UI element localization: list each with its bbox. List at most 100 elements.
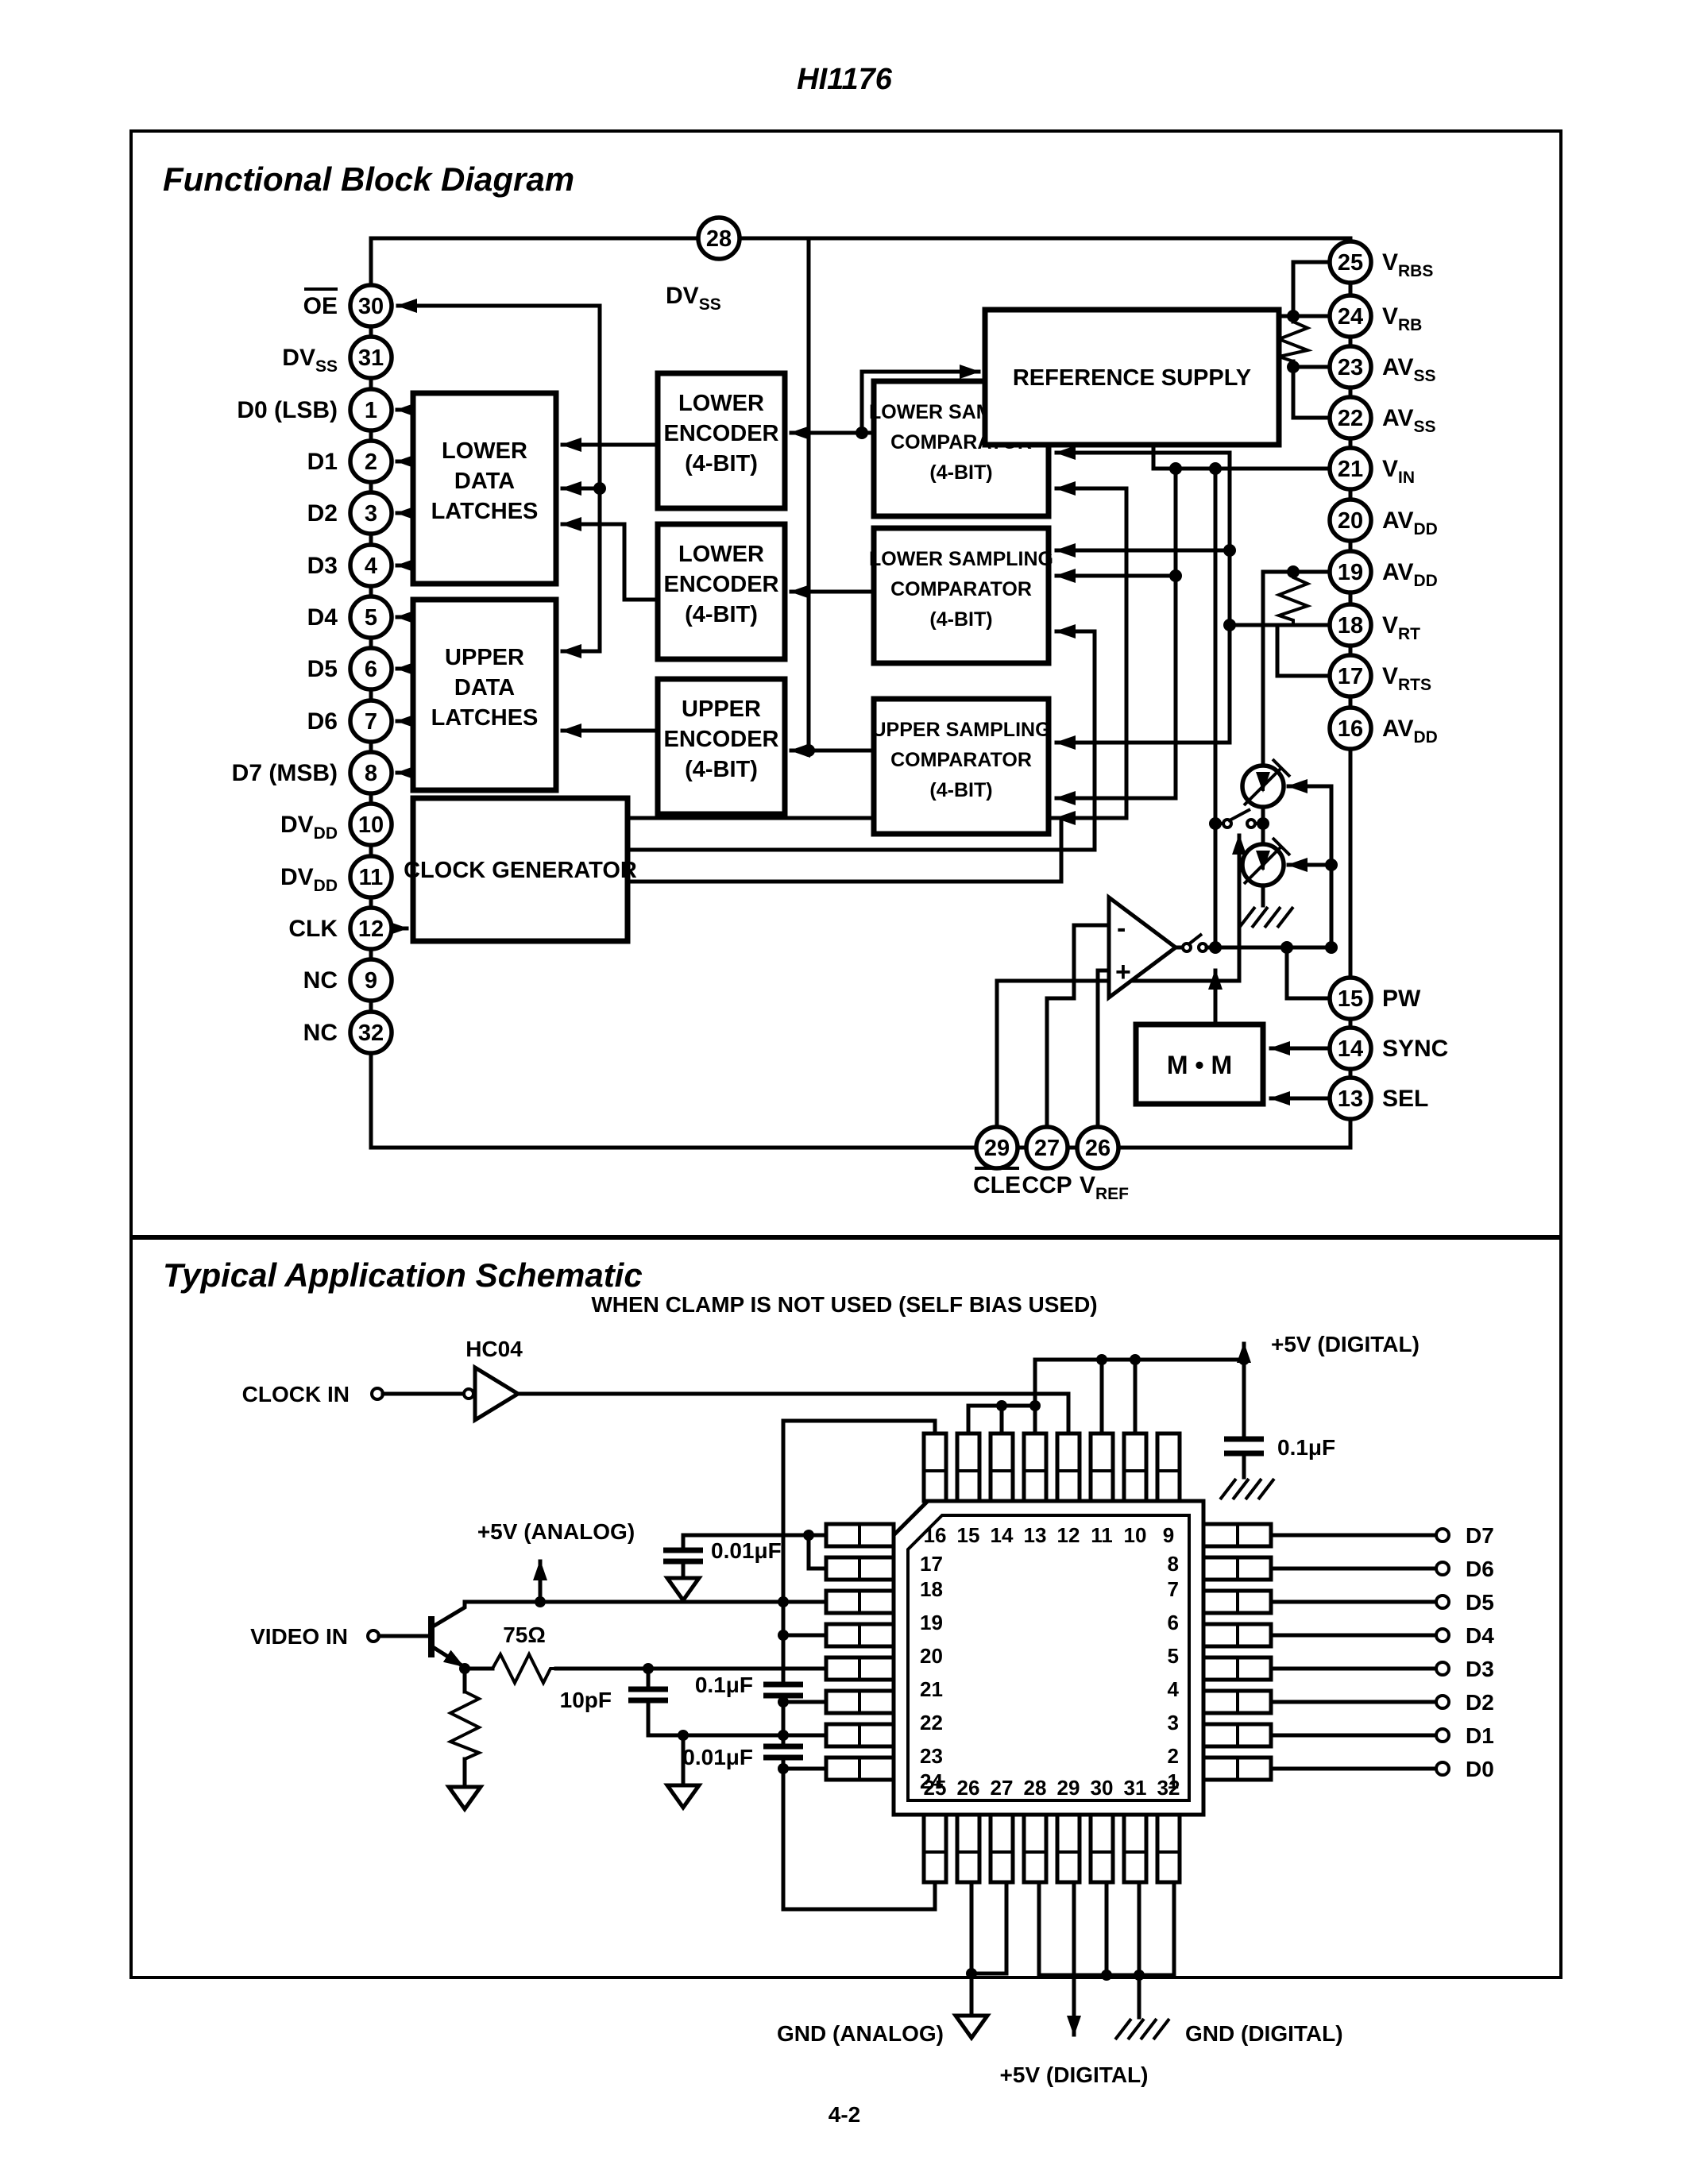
svg-text:(4-BIT): (4-BIT) xyxy=(929,461,992,484)
ground-hatch-icon xyxy=(1238,905,1295,929)
pin-2: 2D1 xyxy=(307,438,394,484)
output-label: D1 xyxy=(1466,1723,1494,1748)
svg-text:18: 18 xyxy=(920,1577,943,1601)
svg-text:13: 13 xyxy=(1338,1086,1363,1112)
ground-hatch-icon xyxy=(1219,1477,1276,1501)
svg-text:(4-BIT): (4-BIT) xyxy=(929,608,992,631)
pin-8: 8D7 (MSB) xyxy=(232,750,394,796)
chip-leads-top xyxy=(921,1431,1182,1503)
clock-wire xyxy=(516,1391,1071,1436)
block-upper-encoder: UPPER ENCODER (4-BIT) xyxy=(655,676,788,817)
svg-text:CLOCK GENERATOR: CLOCK GENERATOR xyxy=(404,858,637,883)
pw-wire xyxy=(1284,945,1332,1001)
v5-digital-bottom-label: +5V (DIGITAL) xyxy=(1000,2062,1149,2087)
svg-text:23: 23 xyxy=(1338,355,1363,380)
block-upper-sampling-comparator: UPPER SAMPLING COMPARATOR (4-BIT) xyxy=(871,696,1052,837)
svg-text:VRT: VRT xyxy=(1382,612,1420,643)
svg-text:LOWER SAMPLING: LOWER SAMPLING xyxy=(869,548,1053,570)
svg-text:9: 9 xyxy=(1163,1523,1174,1547)
functional-block-diagram: - + LOWER DATA LATCHES UPPER DATA LATCHE… xyxy=(232,215,1448,1203)
svg-text:29: 29 xyxy=(984,1136,1010,1161)
svg-text:D7 (MSB): D7 (MSB) xyxy=(232,760,338,786)
svg-text:31: 31 xyxy=(1124,1776,1147,1800)
svg-text:LATCHES: LATCHES xyxy=(431,499,539,524)
transistor-icon xyxy=(377,1599,467,1669)
svg-text:2: 2 xyxy=(1168,1744,1179,1768)
pin-9: 9NC xyxy=(303,957,394,1003)
output-label: D7 xyxy=(1466,1523,1494,1548)
pin-23: 23 AVSS xyxy=(1327,344,1435,390)
page-number: 4-2 xyxy=(829,2102,860,2127)
svg-text:15: 15 xyxy=(1338,986,1363,1012)
svg-text:16: 16 xyxy=(1338,716,1363,742)
block-reference-supply: REFERENCE SUPPLY xyxy=(982,307,1282,448)
current-source-2-icon xyxy=(1240,836,1292,888)
ground-triangle-icon xyxy=(663,1576,703,1604)
svg-text:LOWER: LOWER xyxy=(678,391,764,416)
chip-leads-bottom xyxy=(921,1812,1182,1885)
svg-text:DVDD: DVDD xyxy=(280,812,338,843)
svg-text:32: 32 xyxy=(1157,1776,1180,1800)
svg-text:OE: OE xyxy=(303,293,338,319)
gnd-analog-label: GND (ANALOG) xyxy=(777,2021,944,2046)
data-outputs: D7 D6 D5 D4 D3 D2 D1 D0 xyxy=(1269,1523,1494,1781)
svg-text:D4: D4 xyxy=(307,604,338,631)
svg-text:DVSS: DVSS xyxy=(282,345,338,376)
svg-text:23: 23 xyxy=(920,1744,943,1768)
gnd-analog-net xyxy=(969,1880,1009,2018)
svg-text:28: 28 xyxy=(1024,1776,1047,1800)
svg-text:6: 6 xyxy=(365,657,377,682)
svg-text:28: 28 xyxy=(706,226,732,252)
pin-28-label: DVSS xyxy=(666,283,721,314)
svg-text:VRTS: VRTS xyxy=(1382,663,1431,694)
junction-dots xyxy=(459,1354,1250,1981)
svg-text:11: 11 xyxy=(359,865,384,890)
resistor-vrb-icon xyxy=(1273,320,1313,363)
output-label: D3 xyxy=(1466,1657,1494,1681)
pin-7: 7D6 xyxy=(307,698,394,744)
gnd-digital-net xyxy=(1037,1880,1176,2020)
svg-text:22: 22 xyxy=(1338,406,1363,431)
svg-text:COMPARATOR: COMPARATOR xyxy=(890,578,1032,600)
ref-input-wire xyxy=(859,365,981,435)
supply-stubs xyxy=(781,1633,829,1771)
svg-text:6: 6 xyxy=(1168,1611,1179,1634)
pin-28: 28 DVSS xyxy=(666,215,742,314)
svg-text:VRB: VRB xyxy=(1382,303,1422,334)
svg-text:4: 4 xyxy=(1168,1677,1180,1701)
svg-text:17: 17 xyxy=(1338,664,1363,689)
output-label: D2 xyxy=(1466,1690,1494,1715)
bias-resistor-icon xyxy=(446,1690,484,1761)
pin-5: 5D4 xyxy=(307,594,394,640)
vrt-wire xyxy=(1227,450,1332,745)
svg-text:AVSS: AVSS xyxy=(1382,354,1435,385)
svg-text:19: 19 xyxy=(1338,560,1363,585)
svg-text:25: 25 xyxy=(1338,250,1363,276)
svg-text:DATA: DATA xyxy=(454,469,515,494)
svg-text:LOWER: LOWER xyxy=(678,542,764,567)
ground-triangle-icon xyxy=(445,1785,485,1813)
output-label: D6 xyxy=(1466,1557,1494,1581)
svg-text:17: 17 xyxy=(920,1552,943,1576)
svg-text:NC: NC xyxy=(303,967,338,994)
svg-text:DATA: DATA xyxy=(454,675,515,700)
svg-text:20: 20 xyxy=(920,1644,943,1668)
svg-text:UPPER: UPPER xyxy=(682,696,761,722)
svg-text:19: 19 xyxy=(920,1611,943,1634)
svg-text:10: 10 xyxy=(358,812,384,838)
clkgen-out3 xyxy=(625,811,1076,884)
block-lower-data-latches: LOWER DATA LATCHES xyxy=(410,390,559,587)
switch-contact xyxy=(1246,818,1257,829)
pin-17: 17 VRTS xyxy=(1327,653,1431,699)
r75-label: 75Ω xyxy=(503,1623,546,1647)
